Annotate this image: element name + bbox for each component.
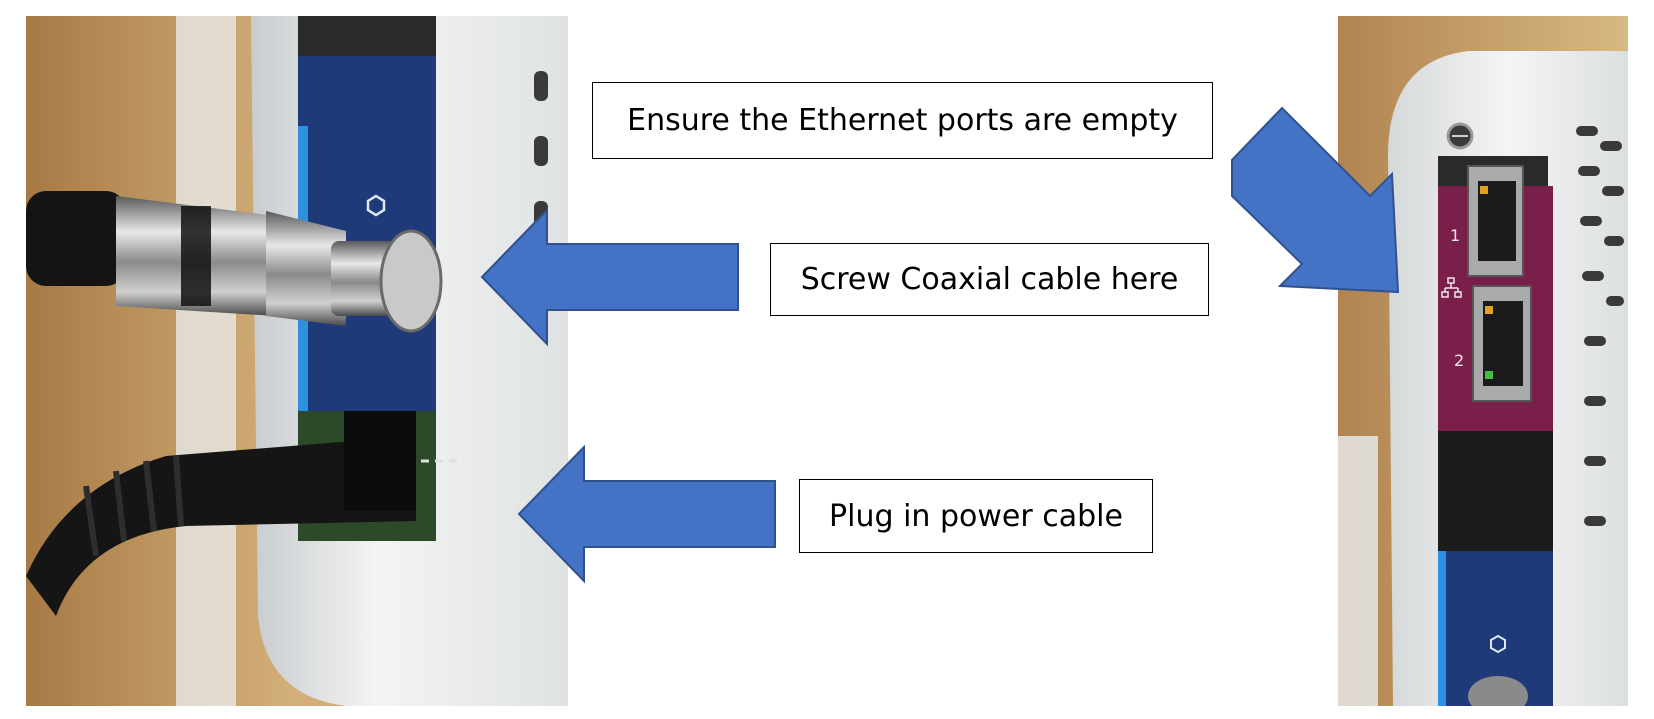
coax-cable [26,191,126,286]
power-cable-ribs [83,455,184,557]
vent-slots [534,71,548,231]
arrow-to-coax-port [480,208,739,346]
callout-coaxial-cable: Screw Coaxial cable here [770,243,1209,316]
port-1-label: 1 [1450,226,1460,245]
callout-power-cable: Plug in power cable [799,479,1153,553]
white-conduit [176,16,236,706]
arrow-to-ethernet-ports [1231,106,1400,294]
power-socket [344,411,416,511]
photo-ethernet-ports-illustration: 1 2 [1338,16,1628,706]
arrow-to-power-socket [517,445,776,583]
coax-port [379,229,443,333]
port-2-label: 2 [1454,351,1464,370]
hexagon-icon [1490,634,1506,654]
hexagon-icon [366,194,386,217]
coax-nut [266,211,346,326]
callout-ethernet-ports: Ensure the Ethernet ports are empty [592,82,1213,159]
power-cable [26,436,416,616]
vent-slots [1576,126,1624,526]
photo-modem-coax-power-illustration [26,16,568,706]
network-icon [1441,277,1462,298]
photo-ethernet-ports: 1 2 [1338,16,1628,706]
photo-modem-coax-power [26,16,568,706]
